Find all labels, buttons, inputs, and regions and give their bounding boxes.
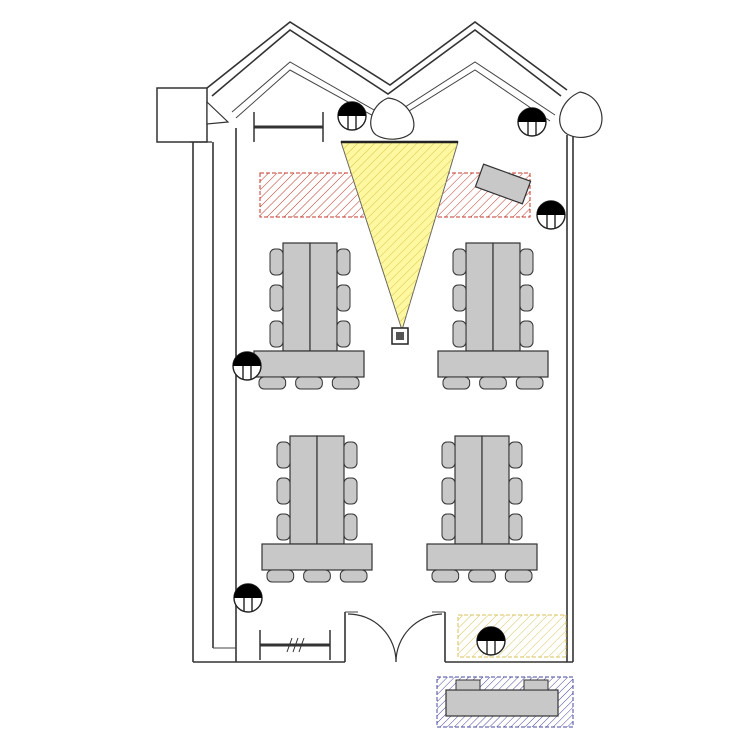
- ceiling-lamp-icon[interactable]: [536, 200, 566, 230]
- chair: [441, 441, 456, 469]
- table-top: [316, 435, 345, 545]
- chair: [468, 569, 496, 583]
- chair: [519, 320, 534, 348]
- chair: [452, 284, 467, 312]
- ceiling-lamp-icon[interactable]: [517, 107, 547, 137]
- kitchenette: [436, 676, 574, 728]
- table-groups: [253, 242, 549, 583]
- table-top: [492, 242, 521, 352]
- chair: [336, 320, 351, 348]
- table-end: [253, 350, 365, 378]
- table-top: [465, 242, 494, 352]
- chair: [336, 284, 351, 312]
- table-end: [261, 543, 373, 571]
- chair: [515, 376, 544, 390]
- chair: [331, 376, 360, 390]
- chair: [295, 376, 323, 390]
- chair: [441, 513, 456, 541]
- ceiling-lamps: [232, 101, 566, 656]
- chair: [441, 477, 456, 505]
- chair: [519, 248, 534, 276]
- chair: [276, 477, 291, 505]
- group-top-left[interactable]: [253, 242, 365, 390]
- chair: [452, 320, 467, 348]
- chair: [269, 248, 284, 276]
- projector-icon[interactable]: [391, 327, 409, 345]
- chair: [442, 376, 471, 390]
- chair: [343, 441, 358, 469]
- group-bottom-left[interactable]: [261, 435, 373, 583]
- sideboard: [474, 163, 532, 205]
- chair: [269, 284, 284, 312]
- coat-rack-icon: [259, 630, 331, 660]
- ceiling-lamp-icon[interactable]: [476, 626, 506, 656]
- entry-vestibule: [156, 87, 230, 143]
- chair: [343, 477, 358, 505]
- chair: [339, 569, 368, 583]
- chair: [519, 284, 534, 312]
- chair: [343, 513, 358, 541]
- outer-walls: [192, 128, 574, 663]
- chair: [303, 569, 331, 583]
- chair: [336, 248, 351, 276]
- table-top: [309, 242, 338, 352]
- table-end: [437, 350, 549, 378]
- projection-cone: [340, 140, 459, 332]
- group-bottom-right[interactable]: [426, 435, 538, 583]
- table-end: [426, 543, 538, 571]
- table-top: [454, 435, 483, 545]
- chair: [508, 441, 523, 469]
- chair: [508, 477, 523, 505]
- group-top-right[interactable]: [437, 242, 549, 390]
- tree-icon: [370, 91, 603, 140]
- table-top: [289, 435, 318, 545]
- ceiling-lamp-icon[interactable]: [337, 101, 367, 131]
- chair: [479, 376, 507, 390]
- chair: [269, 320, 284, 348]
- table-top: [481, 435, 510, 545]
- table-top: [282, 242, 311, 352]
- ceiling-lamp-icon[interactable]: [232, 351, 262, 381]
- door-swing-icon[interactable]: [347, 613, 443, 663]
- chair: [508, 513, 523, 541]
- chair: [258, 376, 287, 390]
- ceiling-lamp-icon[interactable]: [233, 583, 263, 613]
- chair: [431, 569, 460, 583]
- chair: [276, 441, 291, 469]
- reception-zone: [457, 614, 567, 658]
- chair: [266, 569, 295, 583]
- chair: [276, 513, 291, 541]
- chair: [504, 569, 533, 583]
- wall-shelf: [253, 112, 324, 142]
- chair: [452, 248, 467, 276]
